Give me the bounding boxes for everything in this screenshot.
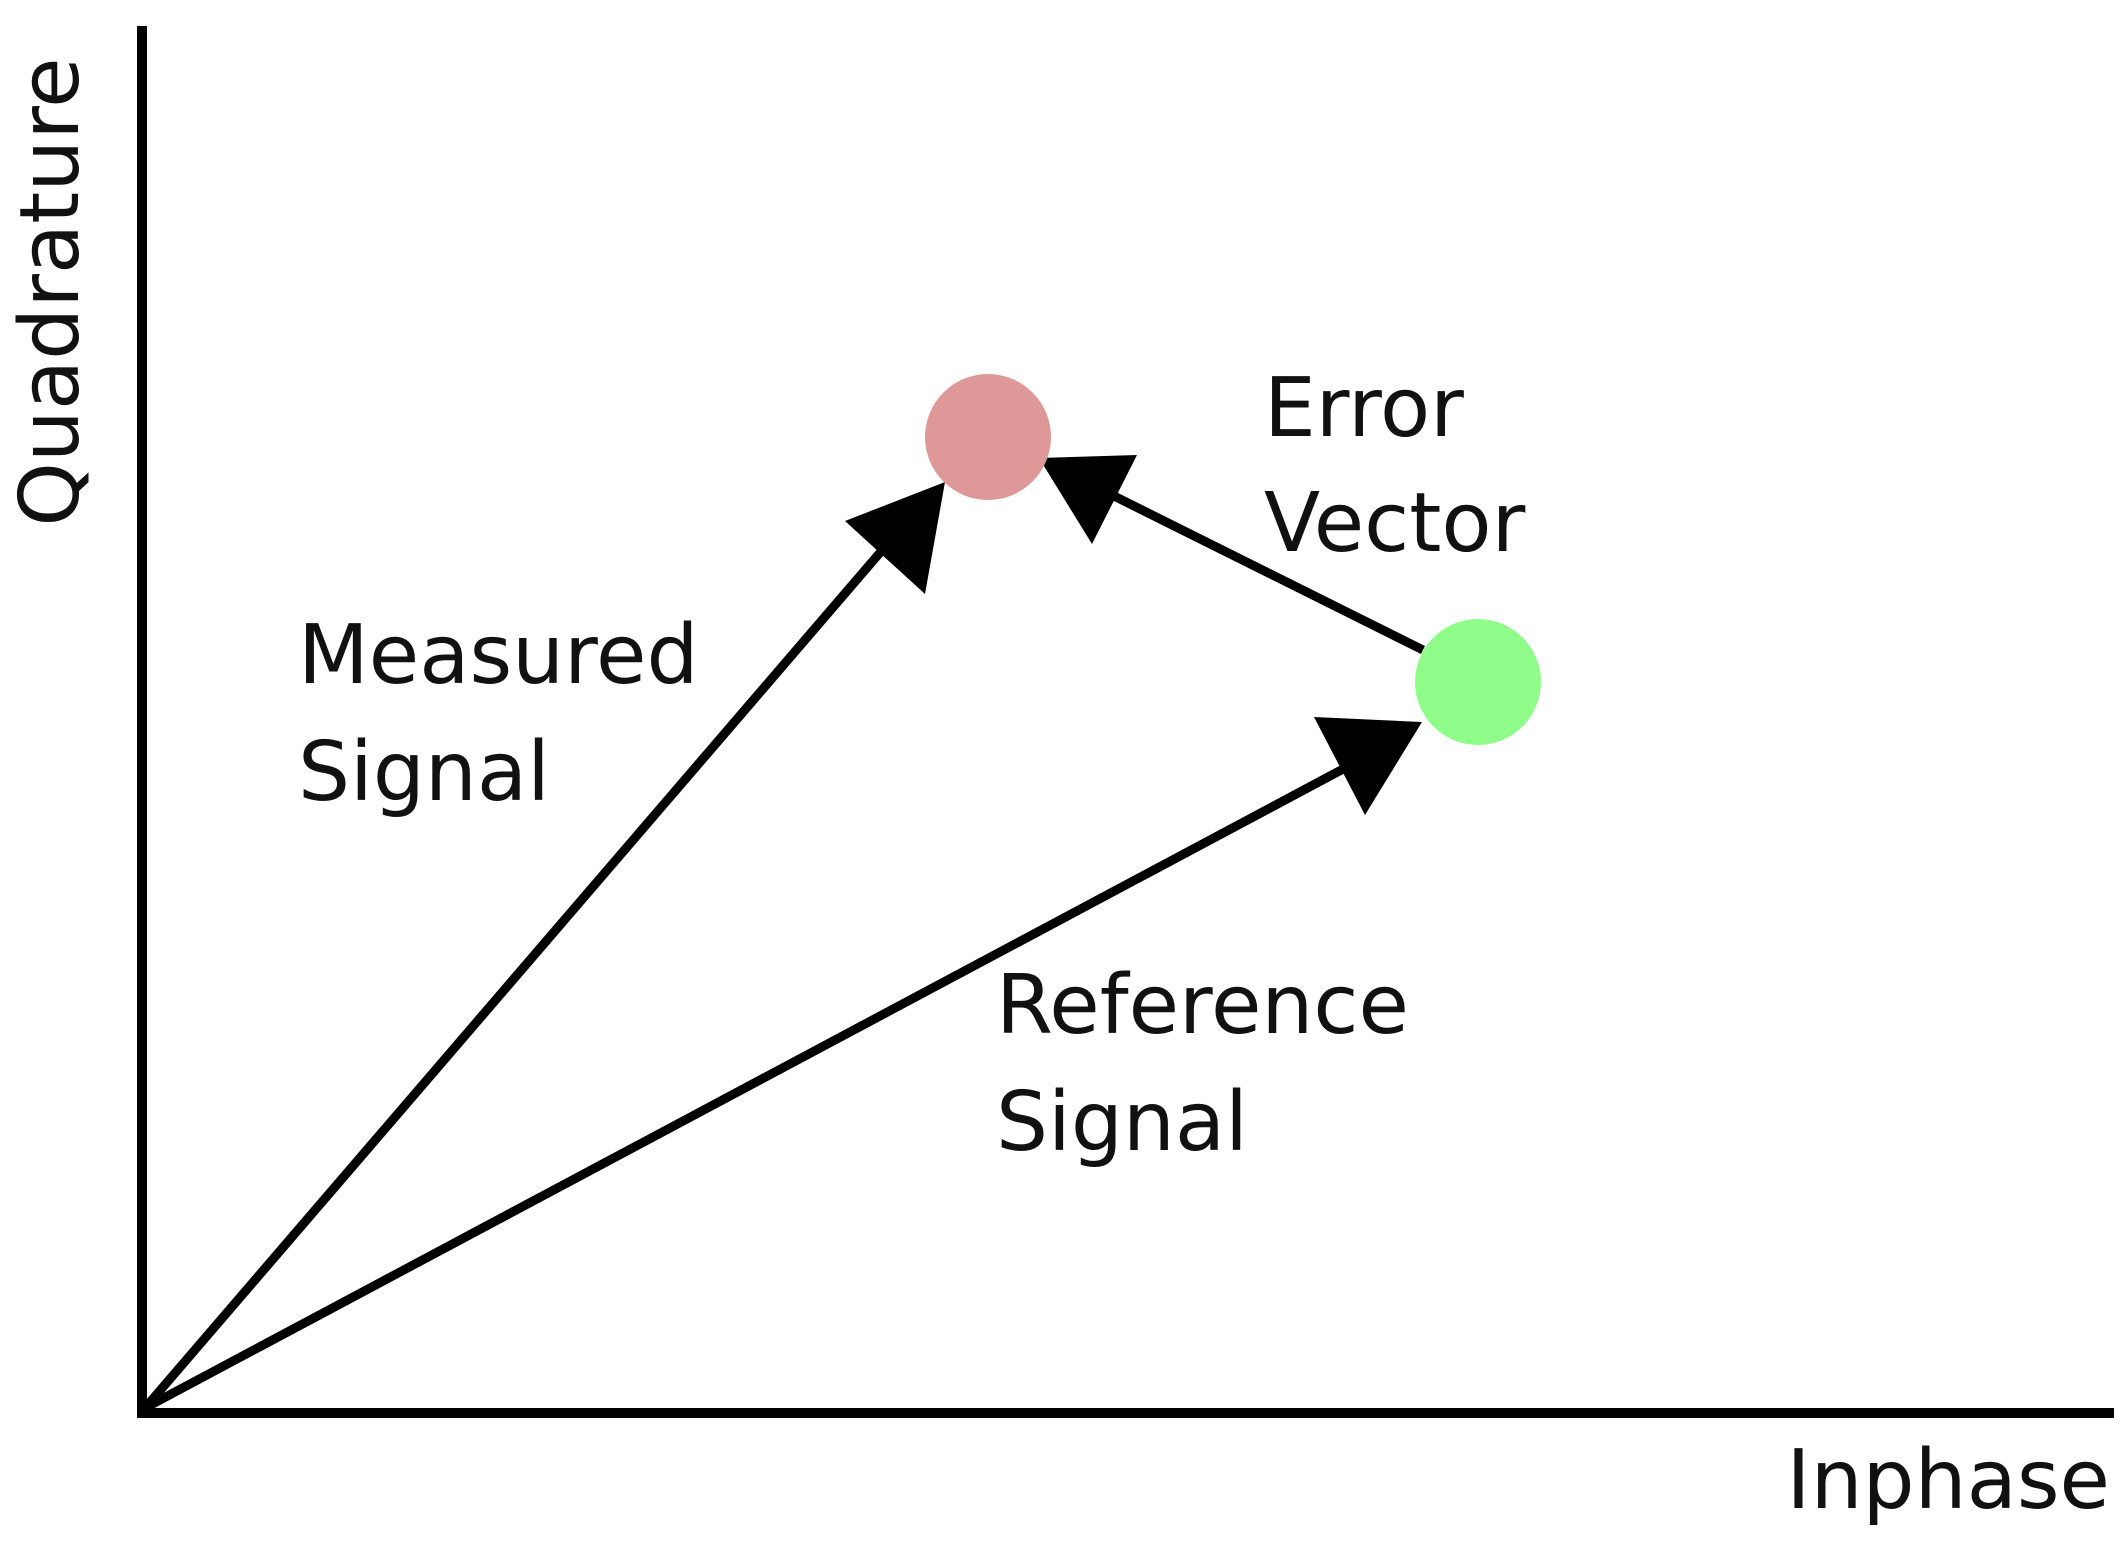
- error-vector-shaft: [1107, 489, 1426, 655]
- reference-signal-label-line2: Signal: [996, 1075, 1248, 1170]
- measured-signal-label-line1: Measured: [298, 608, 699, 703]
- reference-signal-vector: [142, 717, 1422, 1412]
- measured-signal-label-line2: Signal: [298, 725, 550, 820]
- reference-signal-label-line1: Reference: [996, 958, 1409, 1053]
- x-axis-label: Inphase: [1786, 1433, 2110, 1528]
- reference-signal-shaft: [142, 764, 1348, 1412]
- error-vector-arrowhead: [1039, 455, 1137, 544]
- measured-signal-shaft: [141, 545, 888, 1411]
- measured-point: [925, 374, 1051, 500]
- measured-signal-vector: [141, 482, 945, 1411]
- y-axis-label: Quadrature: [3, 57, 98, 526]
- measured-signal-arrowhead: [845, 482, 945, 594]
- reference-point: [1415, 619, 1541, 745]
- error-vector-label-line1: Error: [1264, 361, 1464, 456]
- reference-signal-arrowhead: [1314, 717, 1422, 815]
- error-vector: [1039, 455, 1426, 655]
- error-vector-label-line2: Vector: [1264, 476, 1526, 571]
- axes: [137, 26, 2114, 1418]
